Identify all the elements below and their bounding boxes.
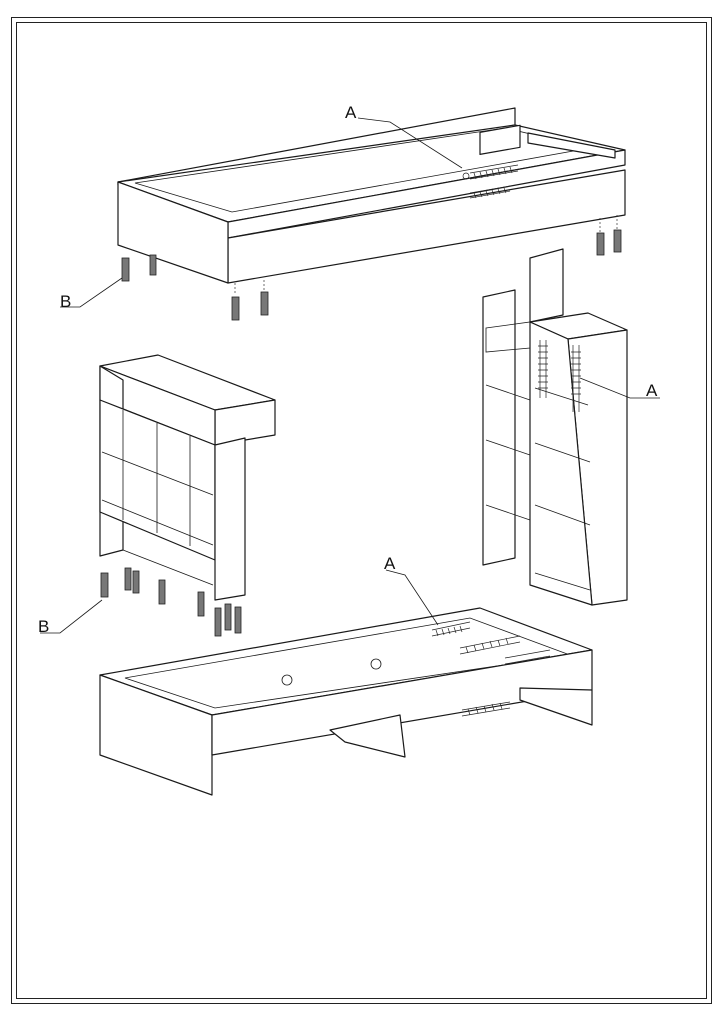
callout-b-shelf: B xyxy=(38,617,50,636)
leg-top-5 xyxy=(596,232,605,256)
leg-top-6 xyxy=(613,229,622,253)
tall-bookcase-assembly xyxy=(482,248,660,606)
leg-top-1 xyxy=(121,257,130,282)
leg-top-3 xyxy=(231,296,240,321)
leg-top-4 xyxy=(260,291,269,316)
leg-top-2 xyxy=(149,254,157,276)
callout-b-top-bed: B xyxy=(60,292,72,311)
top-bed-assembly xyxy=(60,107,626,321)
sheet-inner-border xyxy=(16,22,707,999)
cube-shelf-assembly xyxy=(40,354,276,637)
lower-bed-assembly xyxy=(99,569,593,796)
callout-a-bookcase: A xyxy=(646,381,658,400)
callout-a-lower-bed: A xyxy=(384,554,396,573)
callout-a-top-bed: A xyxy=(345,103,357,122)
sheet-outer-border xyxy=(11,17,712,1004)
